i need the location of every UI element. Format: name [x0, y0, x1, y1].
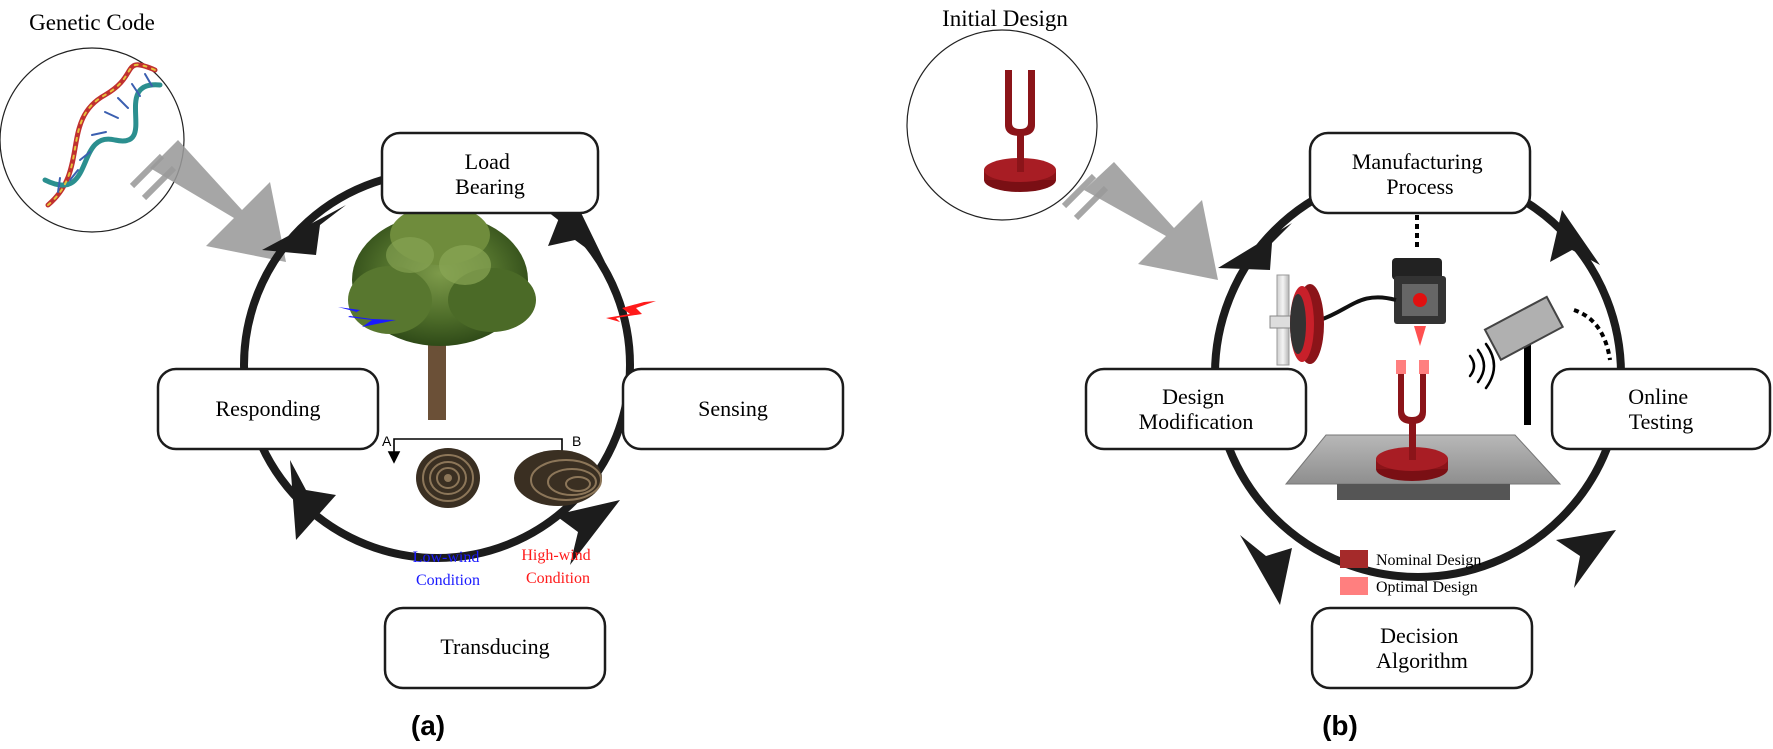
lightning-blue-icon [338, 307, 396, 327]
node-load-bearing: Load Bearing [380, 131, 600, 215]
svg-text:Design Modification: Design Modification [1139, 384, 1254, 434]
genetic-code-circle [0, 47, 185, 233]
ring-arrow-a-tl [262, 205, 346, 255]
initial-design-group: Initial Design [906, 6, 1098, 221]
input-arrow-b [1061, 162, 1218, 280]
input-arrow-a [129, 140, 286, 262]
legend-swatch-optimal [1340, 577, 1368, 595]
svg-text:Manufacturing Process: Manufacturing Process [1352, 149, 1488, 199]
legend: Nominal Design Optimal Design [1340, 550, 1481, 596]
ring-arrow-a-br [555, 500, 620, 565]
ring-arrow-a-bl [290, 460, 336, 540]
node-transducing: Transducing [383, 606, 607, 690]
ring-arrow-b-br [1556, 530, 1616, 588]
svg-text:Transducing: Transducing [440, 634, 549, 659]
branch-b-label: B [572, 433, 581, 449]
high-wind-label: High-wind Condition [521, 547, 594, 587]
caption-b: (b) [1322, 710, 1358, 741]
wood-section-low-wind [416, 448, 480, 508]
initial-design-label: Initial Design [942, 6, 1068, 31]
initial-design-circle [906, 29, 1098, 221]
tree-illustration [348, 205, 536, 420]
genetic-code-group: Genetic Code [0, 10, 185, 233]
legend-label-optimal: Optimal Design [1376, 579, 1478, 596]
svg-text:Responding: Responding [215, 396, 320, 421]
ring-arrow-b-tl [1218, 223, 1292, 270]
node-manufacturing-process: Manufacturing Process [1308, 131, 1532, 215]
branch-a-label: A [382, 433, 392, 449]
panel-b: Initial Design [906, 6, 1772, 741]
svg-text:Online Testing: Online Testing [1628, 384, 1693, 434]
ring-arrow-a-tr [548, 190, 605, 262]
genetic-code-label: Genetic Code [29, 10, 155, 35]
printer-head [1392, 258, 1442, 280]
node-online-testing: Online Testing [1550, 367, 1772, 451]
sound-waves-icon [1468, 342, 1496, 390]
tuning-fork-icon [984, 70, 1056, 192]
node-decision-algorithm: Decision Algorithm [1310, 606, 1534, 690]
svg-text:Decision Algorithm: Decision Algorithm [1376, 623, 1468, 673]
node-design-modification: Design Modification [1084, 367, 1308, 451]
svg-text:Sensing: Sensing [698, 396, 768, 421]
sensor-device [1483, 295, 1612, 425]
legend-swatch-nominal [1340, 550, 1368, 568]
dna-helix-icon [42, 62, 163, 208]
low-wind-label: Low-wind Condition [413, 549, 484, 589]
ring-arrow-b-bl [1240, 535, 1292, 605]
node-sensing: Sensing [621, 367, 845, 451]
test-fixture [1284, 360, 1562, 500]
caption-a: (a) [411, 710, 445, 741]
panel-a: Genetic Code [0, 10, 845, 741]
node-responding: Responding [156, 367, 380, 451]
manufacturing-rig [1269, 215, 1446, 366]
lightning-red-icon [606, 301, 656, 322]
legend-label-nominal: Nominal Design [1376, 552, 1481, 569]
svg-text:Load Bearing: Load Bearing [455, 149, 525, 199]
wood-section-high-wind [514, 450, 602, 506]
ring-arrow-b-tr [1550, 210, 1600, 265]
